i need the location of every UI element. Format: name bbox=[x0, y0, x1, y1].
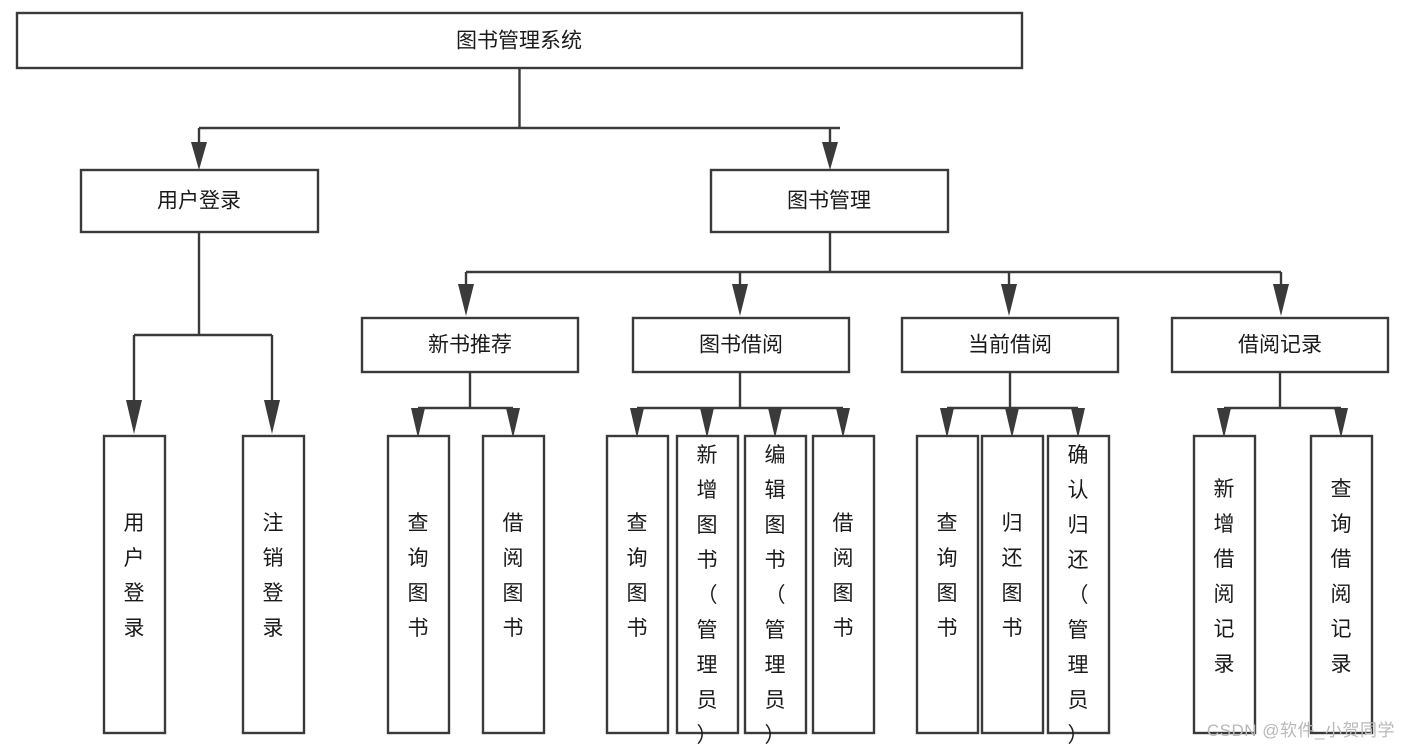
edge-group-book-borrow bbox=[630, 372, 850, 438]
node-book-borrow-box[interactable] bbox=[631, 316, 851, 374]
node-leaf-query-book-2-label: 查询图书 bbox=[627, 512, 648, 640]
node-leaf-borrow-book-2-box[interactable] bbox=[811, 434, 876, 735]
node-leaf-confirm-return-box[interactable] bbox=[1046, 434, 1111, 735]
arrow-currentborrow-child2-icon bbox=[1005, 408, 1019, 438]
node-leaf-add-record-label: 新增借阅记录 bbox=[1214, 478, 1235, 676]
node-user-login[interactable]: 用户登录 bbox=[79, 168, 320, 234]
edge-group-book-manage bbox=[458, 232, 1289, 316]
node-leaf-logout[interactable]: 注销登录 bbox=[241, 434, 306, 735]
node-leaf-query-book-3-box[interactable] bbox=[915, 434, 980, 735]
node-leaf-logout-box[interactable] bbox=[241, 434, 306, 735]
node-root-box[interactable] bbox=[15, 11, 1024, 70]
node-leaf-query-book-1-box[interactable] bbox=[386, 434, 451, 735]
node-book-borrow-label: 图书借阅 bbox=[699, 334, 783, 357]
node-current-borrow-box[interactable] bbox=[900, 316, 1120, 374]
arrow-userlogin-child1-icon bbox=[126, 400, 142, 434]
node-leaf-user-login[interactable]: 用户登录 bbox=[102, 434, 167, 735]
node-leaf-query-book-1[interactable]: 查询图书 bbox=[386, 434, 451, 735]
node-leaf-query-record-label: 查询借阅记录 bbox=[1331, 478, 1352, 676]
node-borrow-record-box[interactable] bbox=[1170, 316, 1390, 374]
node-new-book-rec-label: 新书推荐 bbox=[428, 334, 512, 357]
arrow-bookmanage-child4-icon bbox=[1273, 284, 1289, 316]
csdn-watermark: CSDN @软件_小贺同学 bbox=[1206, 721, 1395, 740]
arrow-currentborrow-child3-icon bbox=[1071, 408, 1085, 438]
arrow-userlogin-child2-icon bbox=[264, 400, 280, 434]
node-leaf-return-book[interactable]: 归还图书 bbox=[980, 434, 1045, 735]
node-leaf-query-book-3[interactable]: 查询图书 bbox=[915, 434, 980, 735]
arrow-borrowrecord-child1-icon bbox=[1217, 408, 1231, 438]
arrow-bookmanage-child2-icon bbox=[732, 284, 748, 316]
node-leaf-logout-label: 注销登录 bbox=[263, 512, 284, 640]
node-book-manage-box[interactable] bbox=[709, 168, 950, 234]
node-leaf-user-login-label: 用户登录 bbox=[124, 512, 145, 640]
node-new-book-rec-box[interactable] bbox=[360, 316, 580, 374]
node-leaf-user-login-box[interactable] bbox=[102, 434, 167, 735]
node-leaf-confirm-return-label: 确认归还（管理员） bbox=[1068, 444, 1089, 747]
node-borrow-record[interactable]: 借阅记录 bbox=[1170, 316, 1390, 374]
arrow-bookmanage-child3-icon bbox=[1001, 284, 1017, 316]
arrow-currentborrow-child1-icon bbox=[940, 408, 954, 438]
arrow-bookborrow-child3-icon bbox=[768, 408, 782, 438]
node-leaf-edit-book[interactable]: 编辑图书（管理员） bbox=[743, 434, 808, 747]
node-leaf-query-book-1-label: 查询图书 bbox=[408, 512, 429, 640]
edge-group-borrow-record bbox=[1217, 372, 1348, 438]
node-root-label: 图书管理系统 bbox=[456, 30, 582, 53]
node-leaf-edit-book-box[interactable] bbox=[743, 434, 808, 735]
node-leaf-confirm-return[interactable]: 确认归还（管理员） bbox=[1046, 434, 1111, 747]
node-leaf-borrow-book-1-label: 借阅图书 bbox=[503, 512, 524, 640]
node-leaf-query-record[interactable]: 查询借阅记录 bbox=[1309, 434, 1374, 735]
node-book-borrow[interactable]: 图书借阅 bbox=[631, 316, 851, 374]
node-current-borrow-label: 当前借阅 bbox=[968, 334, 1052, 357]
arrow-bookborrow-child2-icon bbox=[700, 408, 714, 438]
node-leaf-query-book-3-label: 查询图书 bbox=[937, 512, 958, 640]
node-root[interactable]: 图书管理系统 bbox=[15, 11, 1024, 70]
node-leaf-query-record-box[interactable] bbox=[1309, 434, 1374, 735]
node-leaf-edit-book-label: 编辑图书（管理员） bbox=[765, 444, 786, 747]
node-user-login-box[interactable] bbox=[79, 168, 320, 234]
node-leaf-borrow-book-2-label: 借阅图书 bbox=[833, 512, 854, 640]
arrow-bookmanage-child1-icon bbox=[458, 284, 474, 316]
node-leaf-borrow-book-1[interactable]: 借阅图书 bbox=[481, 434, 546, 735]
node-leaf-add-record[interactable]: 新增借阅记录 bbox=[1192, 434, 1257, 735]
node-leaf-add-book-label: 新增图书（管理员） bbox=[697, 444, 718, 747]
node-user-login-label: 用户登录 bbox=[157, 190, 241, 213]
node-leaf-query-book-2[interactable]: 查询图书 bbox=[605, 434, 670, 735]
node-leaf-return-book-box[interactable] bbox=[980, 434, 1045, 735]
node-leaf-add-book-box[interactable] bbox=[675, 434, 740, 735]
edge-group-current-borrow bbox=[940, 372, 1085, 438]
edge-group-user-login bbox=[126, 232, 280, 434]
node-book-manage-label: 图书管理 bbox=[787, 190, 871, 213]
node-borrow-record-label: 借阅记录 bbox=[1238, 334, 1322, 357]
edge-group-root bbox=[191, 68, 840, 170]
node-leaf-add-book[interactable]: 新增图书（管理员） bbox=[675, 434, 740, 747]
arrow-bookborrow-child1-icon bbox=[630, 408, 644, 438]
node-leaf-query-book-2-box[interactable] bbox=[605, 434, 670, 735]
node-leaf-return-book-label: 归还图书 bbox=[1002, 512, 1023, 640]
node-current-borrow[interactable]: 当前借阅 bbox=[900, 316, 1120, 374]
node-book-manage[interactable]: 图书管理 bbox=[709, 168, 950, 234]
arrow-newbookrec-child2-icon bbox=[506, 408, 520, 438]
arrow-bookborrow-child4-icon bbox=[836, 408, 850, 438]
node-leaf-borrow-book-2[interactable]: 借阅图书 bbox=[811, 434, 876, 735]
arrow-borrowrecord-child2-icon bbox=[1334, 408, 1348, 438]
node-leaf-borrow-book-1-box[interactable] bbox=[481, 434, 546, 735]
node-new-book-rec[interactable]: 新书推荐 bbox=[360, 316, 580, 374]
edge-group-new-book-rec bbox=[411, 372, 520, 438]
node-leaf-add-record-box[interactable] bbox=[1192, 434, 1257, 735]
arrow-newbookrec-child1-icon bbox=[411, 408, 425, 438]
arrow-root-to-userlogin-icon bbox=[191, 142, 207, 170]
arrow-root-to-bookmanage-icon bbox=[822, 142, 838, 170]
